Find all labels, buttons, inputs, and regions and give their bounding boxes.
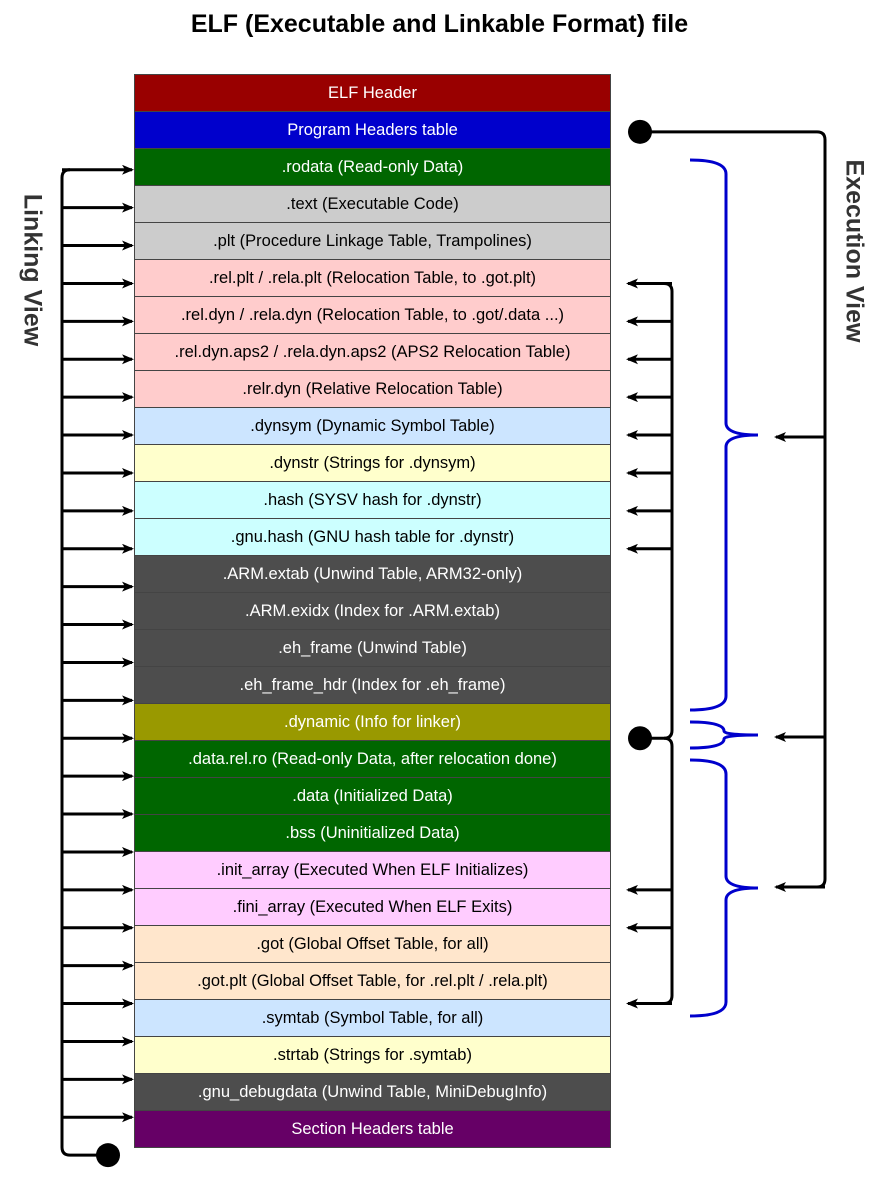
section-row: .fini_array (Executed When ELF Exits) bbox=[134, 888, 611, 926]
program-headers-source-dot bbox=[628, 119, 652, 144]
dynamic-connectors bbox=[626, 278, 674, 1009]
section-row: .gnu.hash (GNU hash table for .dynstr) bbox=[134, 518, 611, 556]
section-row: ELF Header bbox=[134, 74, 611, 112]
diagram-title: ELF (Executable and Linkable Format) fil… bbox=[190, 10, 689, 38]
linking-view-connectors bbox=[60, 164, 134, 1168]
dynamic-source-dot bbox=[628, 726, 652, 751]
section-row: .relr.dyn (Relative Relocation Table) bbox=[134, 370, 611, 408]
section-row: .rel.dyn.aps2 / .rela.dyn.aps2 (APS2 Rel… bbox=[134, 333, 611, 371]
section-row: .ARM.extab (Unwind Table, ARM32-only) bbox=[134, 555, 611, 593]
section-row: .ARM.exidx (Index for .ARM.extab) bbox=[134, 592, 611, 630]
section-row: .text (Executable Code) bbox=[134, 185, 611, 223]
segment-brace-text bbox=[689, 158, 759, 712]
segment-brace-data bbox=[689, 758, 759, 1018]
section-row: .dynstr (Strings for .dynsym) bbox=[134, 444, 611, 482]
section-row: .plt (Procedure Linkage Table, Trampolin… bbox=[134, 222, 611, 260]
section-row: .got.plt (Global Offset Table, for .rel.… bbox=[134, 962, 611, 1000]
section-row: Section Headers table bbox=[134, 1110, 611, 1148]
execution-view-connectors bbox=[628, 119, 827, 1018]
section-row: .gnu_debugdata (Unwind Table, MiniDebugI… bbox=[134, 1073, 611, 1111]
section-row: .data (Initialized Data) bbox=[134, 777, 611, 815]
section-headers-source-dot bbox=[96, 1143, 120, 1168]
section-row: .rel.plt / .rela.plt (Relocation Table, … bbox=[134, 259, 611, 297]
section-row: .got (Global Offset Table, for all) bbox=[134, 925, 611, 963]
section-row: .init_array (Executed When ELF Initializ… bbox=[134, 851, 611, 889]
section-row: .rodata (Read-only Data) bbox=[134, 148, 611, 186]
section-row: .symtab (Symbol Table, for all) bbox=[134, 999, 611, 1037]
section-row: .eh_frame (Unwind Table) bbox=[134, 629, 611, 667]
dynamic-trunk-down bbox=[663, 736, 674, 1006]
section-row: .data.rel.ro (Read-only Data, after relo… bbox=[134, 740, 611, 778]
section-row: .rel.dyn / .rela.dyn (Relocation Table, … bbox=[134, 296, 611, 334]
segment-brace-dynamic bbox=[689, 720, 759, 750]
section-row: .strtab (Strings for .symtab) bbox=[134, 1036, 611, 1074]
section-row: .hash (SYSV hash for .dynstr) bbox=[134, 481, 611, 519]
section-row: .dynsym (Dynamic Symbol Table) bbox=[134, 407, 611, 445]
